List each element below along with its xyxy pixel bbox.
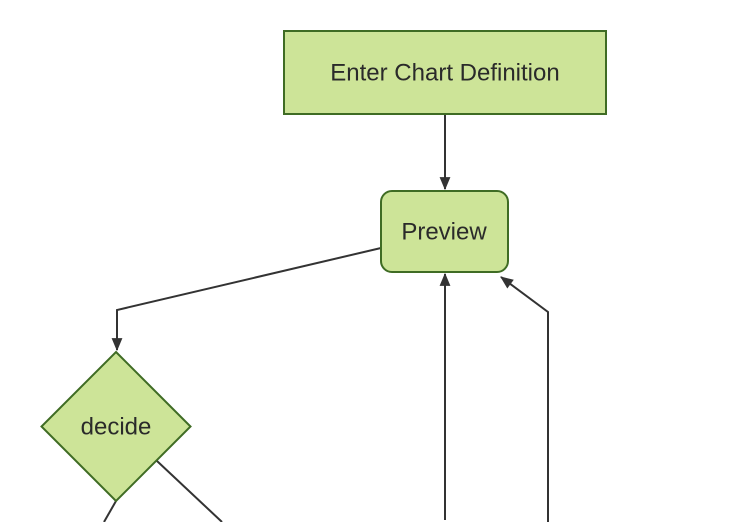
node-preview: Preview	[380, 190, 509, 273]
preview-box	[380, 190, 509, 273]
decide-label: decide	[81, 414, 152, 441]
preview-label: Preview	[401, 219, 487, 246]
edge-decide-exit-right	[156, 460, 223, 522]
enter-chart-definition-box	[283, 30, 607, 115]
enter-chart-definition-label: Enter Chart Definition	[330, 60, 559, 87]
node-decide: decide	[40, 350, 192, 503]
decide-diamond	[40, 350, 192, 503]
node-enter-chart-definition: Enter Chart Definition	[283, 30, 607, 115]
edge-preview-to-decide	[111, 247, 382, 352]
edge-layer	[103, 115, 549, 522]
edge-decide-exit-bottom	[103, 500, 117, 522]
edge-offscreen-to-preview-corner	[500, 276, 549, 522]
